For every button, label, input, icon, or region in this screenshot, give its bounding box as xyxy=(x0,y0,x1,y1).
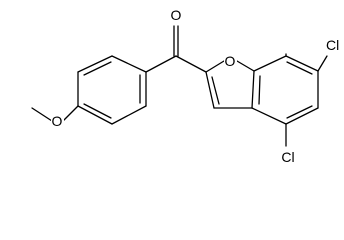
carbonyl-group xyxy=(145,25,207,73)
carbonyl-oxygen-label: O xyxy=(171,7,182,23)
chlorine-7-label: Cl xyxy=(326,37,339,53)
bond-c6-to-cl7 xyxy=(317,55,328,72)
ring-bond xyxy=(77,105,113,125)
ring-bond xyxy=(111,105,147,125)
bond-c4-c3a xyxy=(251,107,287,125)
ring-bond xyxy=(77,55,113,73)
bond-carbonyl-to-furan xyxy=(175,55,207,73)
bond-c3a-c7a xyxy=(251,70,255,109)
molecule-diagram: O O O Cl Cl xyxy=(31,6,339,166)
bond-c7-c6 xyxy=(285,55,319,72)
methoxyphenyl-ring xyxy=(77,55,147,125)
ring-inner-double-bond xyxy=(83,103,112,119)
bond-carbonyl-to-phenyl xyxy=(145,55,177,73)
bond-c2-c3-inner xyxy=(211,76,220,105)
ring-bond xyxy=(111,55,147,73)
chlorine-5-label: Cl xyxy=(281,149,294,165)
label-bg xyxy=(51,112,64,130)
bond-c7a-c7 xyxy=(253,55,287,72)
chlorine-substituents xyxy=(285,53,328,147)
furan-ring xyxy=(205,60,255,109)
methoxy-group xyxy=(31,105,79,122)
structure-svg: O O O Cl Cl xyxy=(31,6,339,166)
label-bg xyxy=(277,148,297,166)
label-bg xyxy=(224,52,237,70)
atom-labels: O O O Cl Cl xyxy=(51,6,339,166)
benzo-inner-double-bond xyxy=(258,75,261,105)
benzo-ring xyxy=(251,55,319,125)
bond-o1-c7a xyxy=(236,60,255,72)
bond-c2-c3 xyxy=(205,71,215,109)
furan-oxygen-label: O xyxy=(225,53,236,69)
bond-methoxy-o-to-methyl xyxy=(31,107,53,122)
benzo-inner-double-bond xyxy=(286,105,313,119)
bond-c2-o1 xyxy=(205,60,225,73)
bond-c5-c4 xyxy=(285,107,319,125)
label-bg xyxy=(169,6,183,24)
bond-ring-to-methoxy-o xyxy=(62,105,79,122)
benzo-inner-double-bond xyxy=(286,61,313,75)
methoxy-oxygen-label: O xyxy=(52,113,63,129)
ring-inner-double-bond xyxy=(83,61,112,76)
